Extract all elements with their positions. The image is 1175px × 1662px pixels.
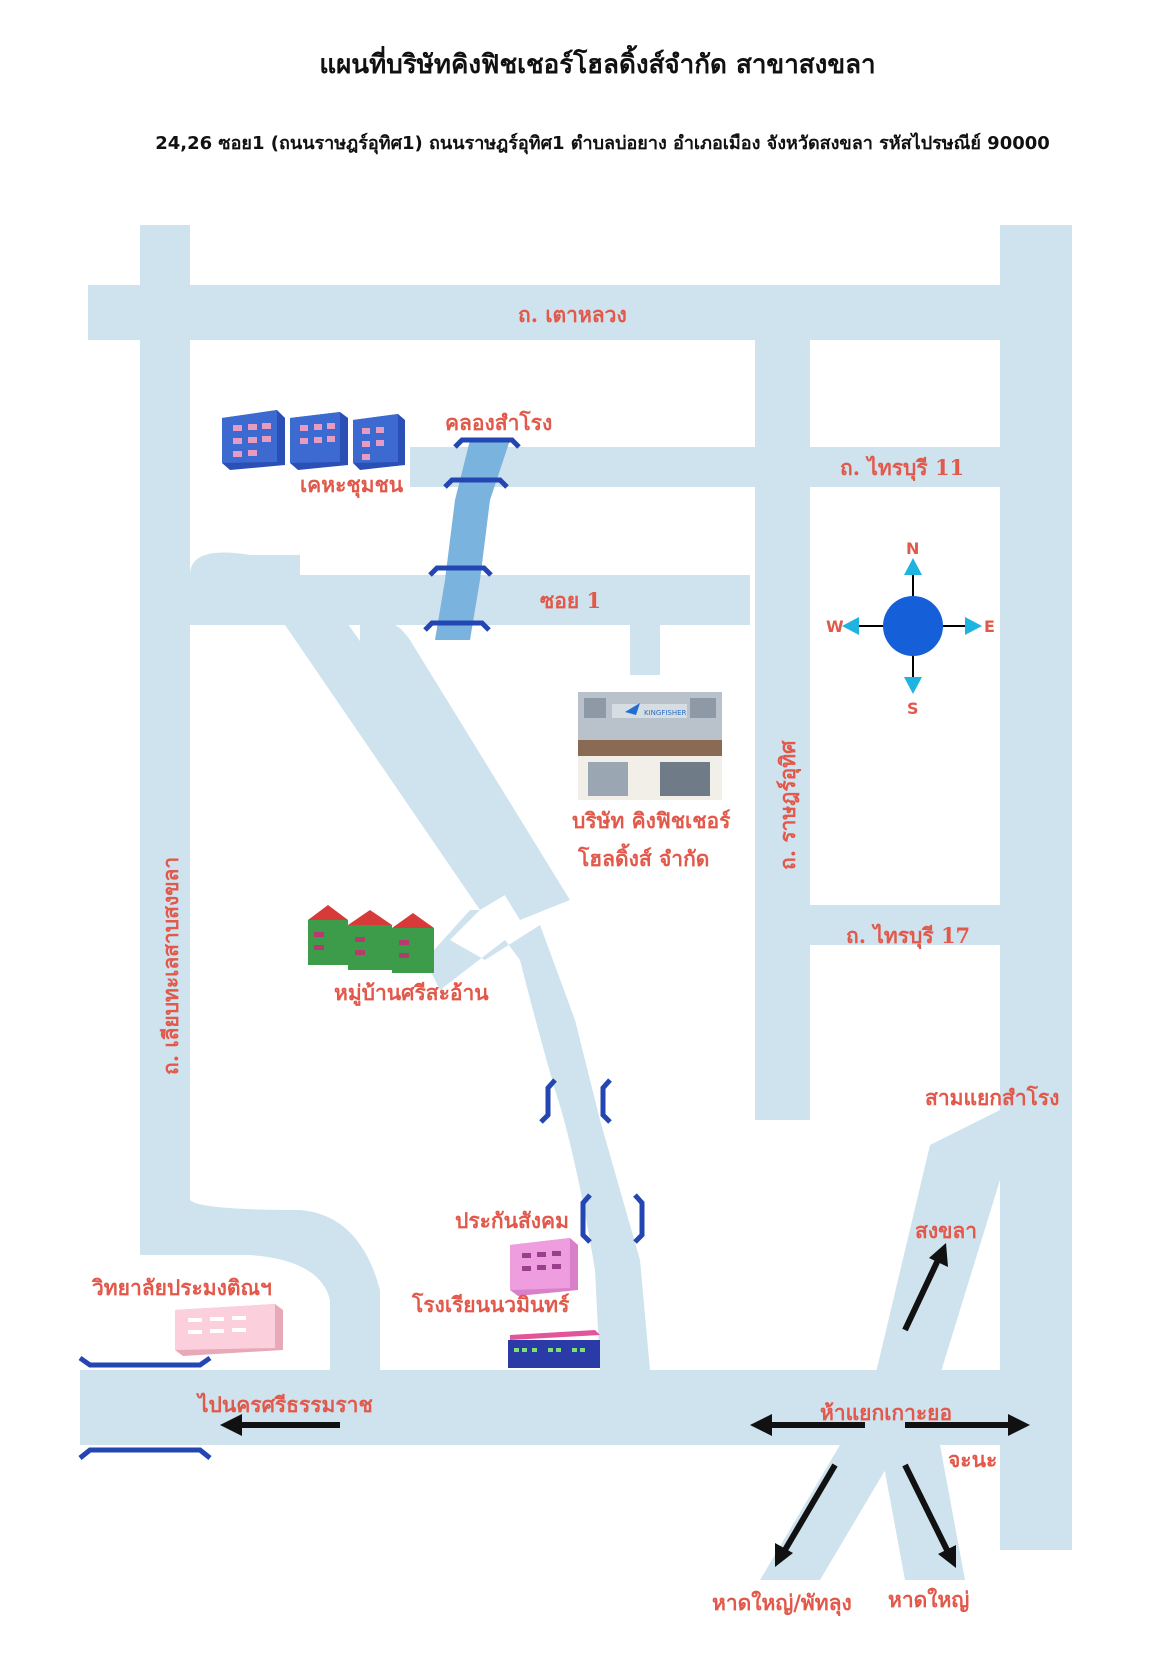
bridge-river-left-1 — [539, 1078, 557, 1124]
bridge-river-right-1 — [600, 1078, 612, 1124]
label-hatyai-phatthalung: หาดใหญ่/พัทลุง — [712, 1590, 852, 1617]
road-sai-buri-17 — [810, 905, 1000, 945]
label-company-line1: บริษัท คิงฟิชเชอร์ — [572, 808, 731, 833]
compass-arrow-s — [904, 677, 922, 694]
compass-label-n: N — [906, 539, 919, 558]
compass-arrow-n — [904, 558, 922, 575]
road-tao-luang — [88, 285, 1068, 340]
arrow-to-hatyai-phatthalung — [775, 1463, 838, 1567]
house-1 — [308, 905, 348, 965]
bridge-canal-top — [453, 437, 521, 449]
label-songkhla: สงขลา — [915, 1218, 977, 1243]
label-college: วิทยาลัยประมงติณฯ — [91, 1275, 272, 1300]
map-title: แผนที่บริษัทคิงฟิชเชอร์โฮลดิ้งส์จำกัด สา… — [319, 50, 876, 80]
road-east-vertical — [1000, 225, 1072, 1550]
social-security-building — [510, 1238, 578, 1296]
community-housing-buildings — [222, 410, 405, 470]
bridge-river-right-2 — [633, 1193, 645, 1244]
road-lakeside — [140, 225, 190, 1215]
compass: N S E W — [826, 539, 995, 718]
house-3 — [392, 913, 434, 973]
road-side-spur — [630, 625, 660, 675]
arrow-to-nakhon — [220, 1414, 340, 1436]
arrow-to-songkhla — [902, 1243, 948, 1332]
bridge-canal-4 — [423, 620, 491, 632]
school-building — [508, 1330, 600, 1368]
direction-arrows — [220, 1243, 1030, 1568]
road-sai-buri-11 — [410, 447, 1000, 487]
label-road-sai-buri-17: ถ. ไทรบุรี 17 — [846, 923, 970, 950]
label-samyaek: สามแยกสำโรง — [925, 1085, 1059, 1110]
map-labels: ถ. เตาหลวง คลองสำโรง เคหะชุมชน ถ. ไทรบุร… — [91, 302, 1060, 1617]
college-building — [175, 1304, 283, 1356]
house-2 — [348, 910, 392, 970]
company-sign-text: KINGFISHER — [644, 709, 687, 717]
compass-label-s: S — [907, 699, 919, 718]
label-road-tao-luang: ถ. เตาหลวง — [518, 302, 627, 327]
label-company-line2: โฮลดิ้งส์ จำกัด — [577, 843, 709, 871]
road-canal-river — [425, 910, 650, 1370]
label-road-sai-buri-11: ถ. ไทรบุรี 11 — [840, 455, 964, 482]
company-photo: KINGFISHER — [578, 678, 722, 800]
label-chana: จะนะ — [948, 1447, 997, 1472]
road-rat-uthit — [755, 325, 810, 1120]
label-canal: คลองสำโรง — [445, 410, 552, 435]
bridge-west-top — [78, 1355, 212, 1368]
road-soi1-corner — [190, 552, 300, 575]
compass-arrow-e — [965, 617, 982, 635]
bridge-river-left-2 — [580, 1193, 592, 1244]
village-houses — [308, 905, 434, 973]
bridge-west-bottom — [78, 1447, 212, 1460]
road-network — [80, 225, 1072, 1580]
label-social-security: ประกันสังคม — [455, 1208, 569, 1233]
canal-water — [435, 440, 510, 640]
compass-label-e: E — [984, 617, 995, 636]
compass-label-w: W — [826, 617, 844, 636]
compass-center — [883, 596, 943, 656]
label-road-lakeside: ถ. เลียบทะเลสาบสงขลา — [158, 857, 183, 1075]
label-hatyai: หาดใหญ่ — [888, 1587, 969, 1613]
label-community-housing: เคหะชุมชน — [300, 472, 404, 499]
arrow-to-hatyai — [902, 1463, 956, 1568]
bridges — [78, 437, 645, 1460]
label-school: โรงเรียนนวมินทร์ — [411, 1292, 570, 1317]
bridge-canal-2 — [443, 477, 509, 489]
label-road-rat-uthit: ถ. ราษฎร์อุทิศ — [775, 740, 802, 870]
road-lakeside-curve — [140, 1200, 380, 1370]
road-south-fork-left — [760, 1445, 900, 1580]
label-junction: ห้าแยกเกาะยอ — [820, 1400, 952, 1425]
arrow-to-chana — [905, 1414, 1030, 1436]
building-housing-2 — [290, 412, 348, 470]
building-housing-3 — [353, 414, 405, 470]
label-road-soi-1: ซอย 1 — [540, 588, 601, 613]
map-address: 24,26 ซอย1 (ถนนราษฎร์อุทิศ1) ถนนราษฎร์อุ… — [155, 133, 1050, 154]
compass-arrow-w — [842, 617, 859, 635]
label-village: หมู่บ้านศรีสะอ้าน — [334, 980, 489, 1007]
label-to-nakhon: ไปนครศรีธรรมราช — [196, 1392, 373, 1417]
building-housing-1 — [222, 410, 285, 470]
road-diagonal-right — [360, 620, 570, 920]
bridge-canal-3 — [428, 565, 493, 577]
arrow-junction-west — [750, 1414, 865, 1436]
